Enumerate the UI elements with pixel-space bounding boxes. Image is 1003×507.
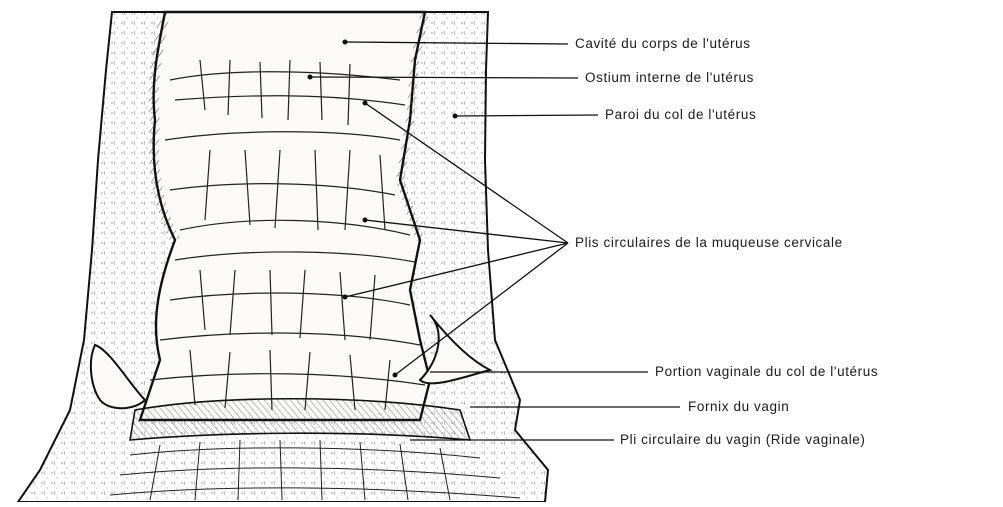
label-cavite: Cavité du corps de l'utérus: [575, 36, 751, 52]
cervical-canal: [140, 12, 430, 420]
label-plis: Plis circulaires de la muqueuse cervical…: [575, 235, 843, 251]
label-fornix: Fornix du vagin: [688, 399, 789, 415]
label-portion: Portion vaginale du col de l'utérus: [655, 364, 878, 380]
label-paroi: Paroi du col de l'utérus: [605, 107, 756, 123]
label-ostium: Ostium interne de l'utérus: [585, 70, 754, 86]
vaginal-fold: [130, 399, 470, 440]
label-pli-vagin: Pli circulaire du vagin (Ride vaginale): [620, 432, 866, 448]
